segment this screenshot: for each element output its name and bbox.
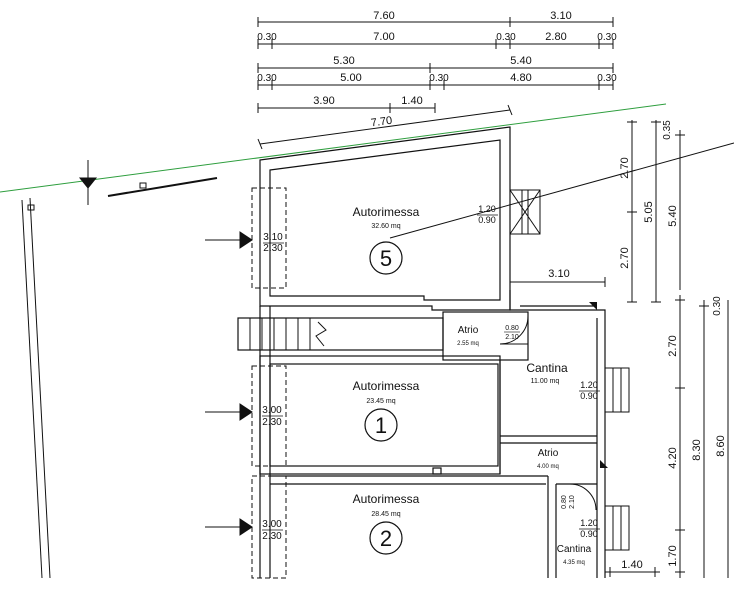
entrance-arrows (205, 231, 253, 536)
dim-label: 8.30 (691, 439, 703, 460)
section-line (389, 142, 734, 239)
room-number-circle (369, 241, 403, 275)
dim-label: 3.90 (313, 95, 334, 107)
pillar-marker (589, 302, 597, 310)
room-area: 4.00 mq (537, 464, 559, 470)
opening-height: 2.30 (263, 243, 283, 254)
opening-width: 0.80 (505, 325, 519, 332)
dim-label: 2.80 (545, 31, 566, 43)
dim-label: 7.00 (373, 31, 394, 43)
dim-label: 4.80 (510, 72, 531, 84)
room-area: 4.35 mq (563, 560, 585, 566)
opening-width: 1.20 (580, 518, 598, 528)
dim-label: 1.70 (667, 545, 679, 566)
opening-height: 2.10 (505, 334, 519, 341)
site-boundary (21, 160, 218, 579)
room-number: 1 (375, 413, 387, 438)
room-name: Cantina (557, 544, 592, 555)
dim-label: 2.70 (619, 157, 631, 178)
opening-width: 0.80 (561, 495, 568, 509)
dim-label: 5.05 (643, 201, 655, 222)
ground-line (0, 103, 667, 193)
staircase (249, 318, 327, 350)
opening-width: 1.20 (478, 204, 496, 214)
windows (509, 189, 630, 551)
dim-label: 7.60 (373, 10, 394, 22)
room-name: Autorimessa (353, 205, 420, 219)
opening-width: 3.10 (263, 232, 283, 243)
dim-label: 8.60 (715, 435, 727, 456)
room-name: Cantina (526, 361, 568, 375)
opening-height: 0.90 (478, 215, 496, 225)
opening-width: 1.20 (580, 380, 598, 390)
dim-label: 1.40 (621, 559, 642, 571)
dim-label: 7.70 (370, 115, 393, 130)
room-number: 5 (380, 246, 392, 271)
dim-label: 5.30 (333, 55, 354, 67)
opening-height: 0.90 (580, 391, 598, 401)
dim-label: 0.35 (662, 120, 673, 140)
dim-label: 0.30 (496, 32, 516, 43)
dim-label: 5.00 (340, 72, 361, 84)
dim-label: 0.30 (257, 73, 277, 84)
room-name: Atrio (458, 325, 479, 336)
dim-label: 0.30 (429, 73, 449, 84)
dim-label: 2.70 (619, 247, 631, 268)
room-name: Autorimessa (353, 492, 420, 506)
opening-width: 3.00 (262, 405, 282, 416)
opening-height: 0.90 (580, 529, 598, 539)
top-dimension-lines (257, 17, 614, 150)
dim-label: 5.40 (667, 205, 679, 226)
dim-label: 5.40 (510, 55, 531, 67)
dim-label: 4.20 (667, 447, 679, 468)
room-number-circle (369, 521, 403, 555)
dim-label: 1.40 (401, 95, 422, 107)
pillar-marker (600, 460, 608, 468)
room-name: Autorimessa (353, 379, 420, 393)
room-area: 32.60 mq (371, 223, 400, 230)
room-number-circle (364, 408, 398, 442)
room-name: Atrio (538, 448, 559, 459)
opening-height: 2.10 (569, 495, 576, 509)
door-swings (499, 315, 597, 511)
dim-label: 0.30 (597, 32, 617, 43)
walls (237, 126, 606, 578)
room-area: 23.45 mq (366, 398, 395, 405)
room-number: 2 (380, 526, 392, 551)
dim-label: 0.30 (597, 73, 617, 84)
opening-height: 2.30 (262, 417, 282, 428)
right-dimension-lines (509, 120, 729, 578)
room-area: 2.55 mq (457, 341, 479, 347)
dim-label: 3.10 (550, 10, 571, 22)
dim-label: 0.30 (712, 296, 723, 316)
opening-width: 3.00 (262, 519, 282, 530)
dim-label: 3.10 (548, 268, 569, 280)
room-area: 28.45 mq (371, 511, 400, 518)
room-area: 11.00 mq (531, 378, 560, 385)
opening-height: 2.30 (262, 531, 282, 542)
dim-label: 0.30 (257, 32, 277, 43)
dim-label: 2.70 (667, 335, 679, 356)
